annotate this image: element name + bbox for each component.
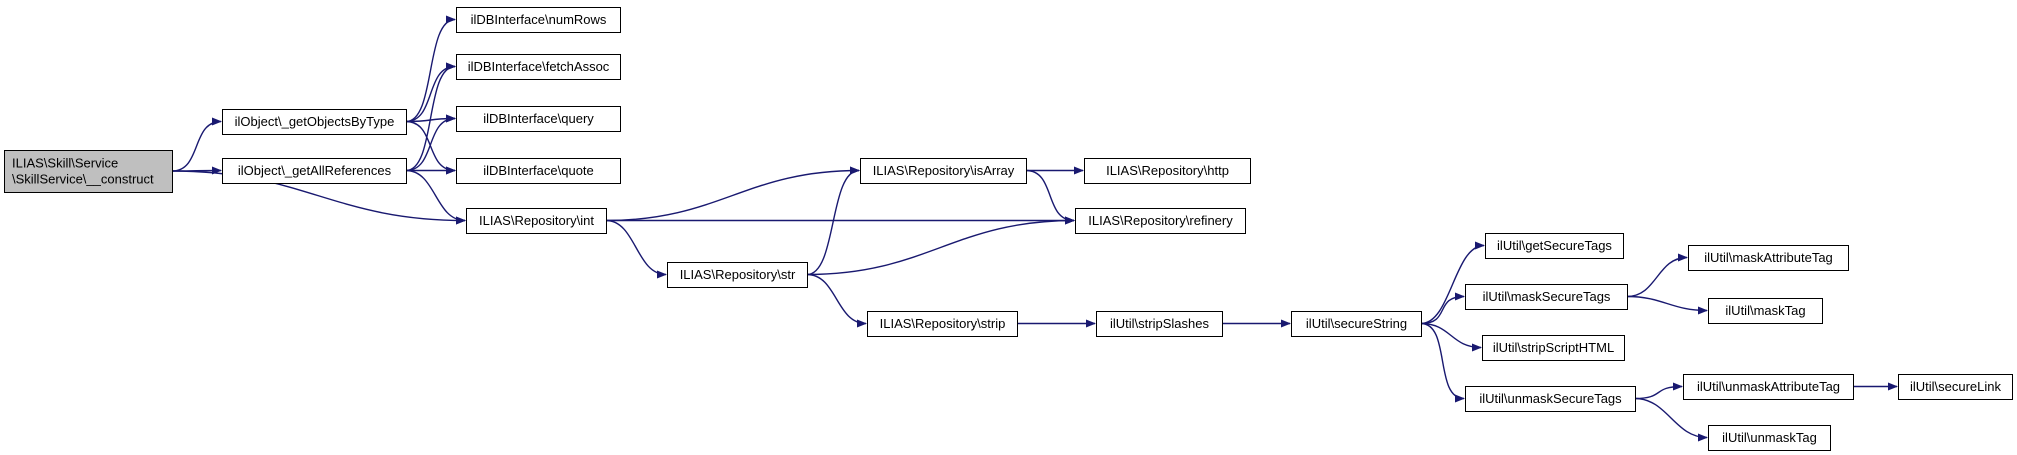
node-secureLink[interactable]: ilUtil\secureLink [1898, 374, 2013, 400]
node-label: ILIAS\Repository\refinery [1088, 213, 1233, 228]
node-box [1482, 335, 1625, 361]
node-label: ilDBInterface\query [483, 111, 594, 126]
edge-secureString-to-maskSecureTags [1420, 292, 1465, 325]
edge-secureString-to-getSecureTags [1420, 241, 1485, 325]
node-root: ILIAS\Skill\Service\SkillService\__const… [4, 150, 173, 193]
node-label: ILIAS\Repository\isArray [873, 163, 1015, 178]
node-fetchAssoc[interactable]: ilDBInterface\fetchAssoc [456, 54, 621, 80]
edge-getObjectsByType-to-numRows [405, 15, 456, 123]
node-box [667, 262, 808, 288]
edge-maskSecureTags-to-maskTag [1626, 295, 1708, 315]
edge-int-to-isArray [605, 166, 860, 222]
node-label: ilDBInterface\numRows [471, 12, 607, 27]
node-unmaskSecureTags[interactable]: ilUtil\unmaskSecureTags [1465, 386, 1636, 412]
node-box [1688, 245, 1849, 271]
edge-unmaskSecureTags-to-unmaskAttributeTag [1634, 382, 1683, 400]
node-stripScriptHTML[interactable]: ilUtil\stripScriptHTML [1482, 335, 1625, 361]
node-box [1683, 374, 1854, 400]
node-label: ILIAS\Repository\strip [880, 316, 1006, 331]
node-box [1465, 284, 1628, 310]
node-quote[interactable]: ilDBInterface\quote [456, 158, 621, 184]
node-label: ilUtil\maskSecureTags [1483, 289, 1611, 304]
node-label: ILIAS\Repository\int [479, 213, 594, 228]
edge-str-to-strip [806, 273, 867, 328]
node-box [456, 158, 621, 184]
node-box [1485, 233, 1624, 259]
node-http[interactable]: ILIAS\Repository\http [1084, 158, 1251, 184]
edge-getAllReferences-to-int [405, 169, 466, 225]
node-label: ilUtil\unmaskSecureTags [1479, 391, 1622, 406]
node-getSecureTags[interactable]: ilUtil\getSecureTags [1485, 233, 1624, 259]
node-box [1075, 208, 1246, 234]
node-box [456, 7, 621, 33]
node-label: ilObject\_getAllReferences [238, 163, 392, 178]
node-box [1708, 425, 1831, 451]
edge-int-to-str [605, 219, 667, 279]
node-box [222, 109, 407, 135]
edge-secureString-to-unmaskSecureTags [1420, 322, 1465, 403]
node-label: ilUtil\secureLink [1910, 379, 2002, 394]
nodes-layer: ILIAS\Skill\Service\SkillService\__const… [4, 7, 2013, 451]
node-unmaskAttributeTag[interactable]: ilUtil\unmaskAttributeTag [1683, 374, 1854, 400]
node-label: ILIAS\Repository\http [1106, 163, 1229, 178]
edge-str-to-refinery [806, 216, 1075, 276]
node-box [466, 208, 607, 234]
node-label: ilUtil\getSecureTags [1497, 238, 1612, 253]
node-box [1465, 386, 1636, 412]
node-getAllReferences[interactable]: ilObject\_getAllReferences [222, 158, 407, 184]
node-box [222, 158, 407, 184]
edge-str-to-isArray [806, 166, 860, 276]
node-label: ilUtil\stripScriptHTML [1493, 340, 1614, 355]
node-box [456, 106, 621, 132]
node-isArray[interactable]: ILIAS\Repository\isArray [860, 158, 1027, 184]
edge-unmaskSecureTags-to-unmaskTag [1634, 397, 1708, 442]
node-label: ILIAS\Repository\str [680, 267, 796, 282]
node-secureString[interactable]: ilUtil\secureString [1291, 311, 1422, 337]
node-str[interactable]: ILIAS\Repository\str [667, 262, 808, 288]
edge-getAllReferences-to-query [405, 114, 456, 172]
node-label: ilUtil\unmaskAttributeTag [1697, 379, 1840, 394]
node-maskAttributeTag[interactable]: ilUtil\maskAttributeTag [1688, 245, 1849, 271]
node-int[interactable]: ILIAS\Repository\int [466, 208, 607, 234]
node-box [1898, 374, 2013, 400]
node-label: \SkillService\__construct [12, 172, 154, 187]
node-label: ilDBInterface\fetchAssoc [468, 59, 610, 74]
edge-getObjectsByType-to-fetchAssoc [405, 62, 456, 123]
edge-root-to-int [171, 170, 466, 225]
node-box [1084, 158, 1251, 184]
edge-getAllReferences-to-fetchAssoc [405, 62, 456, 172]
node-box [867, 311, 1018, 337]
node-label: ilUtil\stripSlashes [1110, 316, 1209, 331]
node-getObjectsByType[interactable]: ilObject\_getObjectsByType [222, 109, 407, 135]
edge-root-to-getObjectsByType [171, 117, 222, 172]
node-box [456, 54, 621, 80]
node-label: ilUtil\secureString [1306, 316, 1407, 331]
node-numRows[interactable]: ilDBInterface\numRows [456, 7, 621, 33]
node-maskSecureTags[interactable]: ilUtil\maskSecureTags [1465, 284, 1628, 310]
edge-secureString-to-stripScriptHTML [1420, 322, 1482, 352]
edge-isArray-to-refinery [1025, 169, 1075, 225]
node-box [1096, 311, 1223, 337]
node-label: ilDBInterface\quote [483, 163, 594, 178]
node-unmaskTag[interactable]: ilUtil\unmaskTag [1708, 425, 1831, 451]
node-label: ilUtil\maskAttributeTag [1704, 250, 1833, 265]
node-label: ilUtil\maskTag [1725, 303, 1805, 318]
edge-maskSecureTags-to-maskAttributeTag [1626, 253, 1688, 298]
node-query[interactable]: ilDBInterface\query [456, 106, 621, 132]
node-box [860, 158, 1027, 184]
node-strip[interactable]: ILIAS\Repository\strip [867, 311, 1018, 337]
node-refinery[interactable]: ILIAS\Repository\refinery [1075, 208, 1246, 234]
node-label: ILIAS\Skill\Service [12, 156, 118, 171]
node-box [1291, 311, 1422, 337]
edges-layer [171, 15, 1898, 442]
node-stripSlashes[interactable]: ilUtil\stripSlashes [1096, 311, 1223, 337]
node-box [4, 150, 173, 193]
node-maskTag[interactable]: ilUtil\maskTag [1708, 298, 1823, 324]
node-label: ilObject\_getObjectsByType [235, 114, 395, 129]
node-box [1708, 298, 1823, 324]
node-label: ilUtil\unmaskTag [1722, 430, 1817, 445]
